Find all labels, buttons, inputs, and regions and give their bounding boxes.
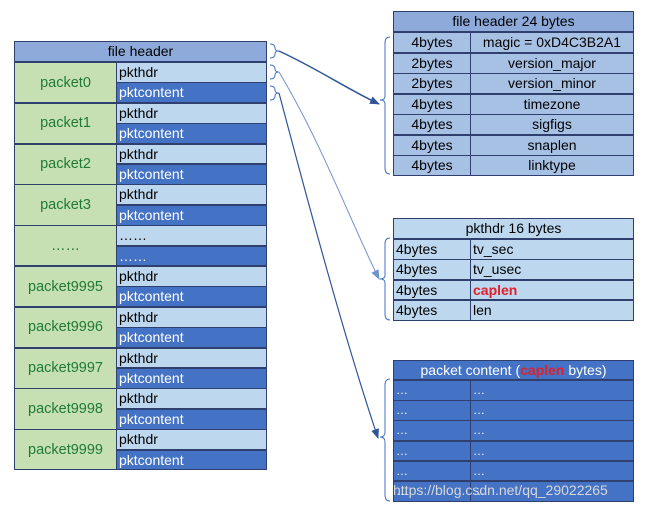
pkthdr-cell: pkthdr xyxy=(116,184,267,206)
brace-pkthdr-table xyxy=(379,237,391,321)
packet-name-cell: packet0 xyxy=(14,62,117,104)
content-table-title: packet content (caplen bytes) xyxy=(393,360,634,380)
pkthdr-cell: pkthdr xyxy=(116,102,267,124)
pktcontent-cell: pktcontent xyxy=(116,368,267,389)
packet-name-cell: packet9995 xyxy=(14,266,117,308)
ph-size-cell: 4bytes xyxy=(393,299,471,321)
pktcontent-cell: …… xyxy=(116,245,267,267)
content-cell-a: … xyxy=(393,481,471,502)
ph-field-cell: caplen xyxy=(470,279,634,301)
content-title-prefix: packet content ( xyxy=(420,362,521,378)
pkthdr-cell: pkthdr xyxy=(116,388,267,410)
content-cell-a: … xyxy=(393,460,471,482)
fh-size-cell: 2bytes xyxy=(393,52,471,74)
content-cell-a: … xyxy=(393,420,471,442)
pkthdr-cell: pkthdr xyxy=(116,347,267,369)
pktcontent-cell: pktcontent xyxy=(116,327,267,349)
pkthdr-cell: pkthdr xyxy=(116,143,267,165)
fh-size-cell: 4bytes xyxy=(393,134,471,156)
packet-name-cell: packet9997 xyxy=(14,347,117,389)
arrow-file-header xyxy=(278,50,380,105)
ph-field-cell: len xyxy=(470,299,634,321)
packet-name-cell: packet9998 xyxy=(14,388,117,430)
fh-field-cell: timezone xyxy=(470,93,634,115)
pktcontent-cell: pktcontent xyxy=(116,82,267,104)
packet-name-cell: …… xyxy=(14,225,117,267)
pktcontent-cell: pktcontent xyxy=(116,123,267,145)
content-cell-a: … xyxy=(393,440,471,462)
watermark: https://blog.csdn.net/qq_29022265 xyxy=(393,482,608,498)
pktcontent-cell: pktcontent xyxy=(116,449,267,471)
arrow-pkthdr xyxy=(278,71,380,280)
pkthdr-table-title: pkthdr 16 bytes xyxy=(393,218,634,239)
file-header-label: file header xyxy=(107,43,174,59)
brace-file-header-table xyxy=(379,36,391,175)
pkthdr-cell: pkthdr xyxy=(116,429,267,451)
packet-name-cell: packet9996 xyxy=(14,306,117,349)
pktcontent-cell: pktcontent xyxy=(116,286,267,308)
packet-name-cell: packet9999 xyxy=(14,429,117,471)
pkthdr-table-title-text: pkthdr 16 bytes xyxy=(465,220,562,236)
packet-name-cell: packet1 xyxy=(14,102,117,145)
file-header-table-title: file header 24 bytes xyxy=(393,11,634,32)
pkthdr-cell: …… xyxy=(116,225,267,247)
content-title-suffix: bytes) xyxy=(564,362,607,378)
fh-field-cell: snaplen xyxy=(470,134,634,156)
packet-name-cell: packet3 xyxy=(14,184,117,226)
brace-file-header xyxy=(269,43,280,59)
pkthdr-cell: pkthdr xyxy=(116,306,267,328)
fh-field-cell: version_major xyxy=(470,52,634,74)
fh-size-cell: 4bytes xyxy=(393,93,471,115)
ph-field-cell: tv_usec xyxy=(470,259,634,281)
content-cell-b: … xyxy=(470,460,634,482)
fh-field-cell: linktype xyxy=(470,155,634,176)
brace-content-table xyxy=(379,378,391,502)
fh-field-cell: magic = 0xD4C3B2A1 xyxy=(470,32,634,53)
content-cell-b: … xyxy=(470,400,634,421)
content-cell-b: … xyxy=(470,481,634,502)
arrow-pktcontent xyxy=(278,92,379,439)
fh-size-cell: 4bytes xyxy=(393,155,471,176)
file-header-bar: file header xyxy=(14,41,267,62)
pktcontent-cell: pktcontent xyxy=(116,164,267,185)
content-cell-b: … xyxy=(470,420,634,442)
content-cell-b: … xyxy=(470,440,634,462)
content-cell-a: … xyxy=(393,400,471,421)
brace-pktcontent xyxy=(269,85,280,101)
brace-pkthdr xyxy=(269,64,280,80)
file-header-table-title-text: file header 24 bytes xyxy=(452,13,575,29)
content-title-highlight: caplen xyxy=(520,362,565,378)
fh-field-cell: version_minor xyxy=(470,73,634,94)
ph-field-cell: tv_sec xyxy=(470,239,634,260)
